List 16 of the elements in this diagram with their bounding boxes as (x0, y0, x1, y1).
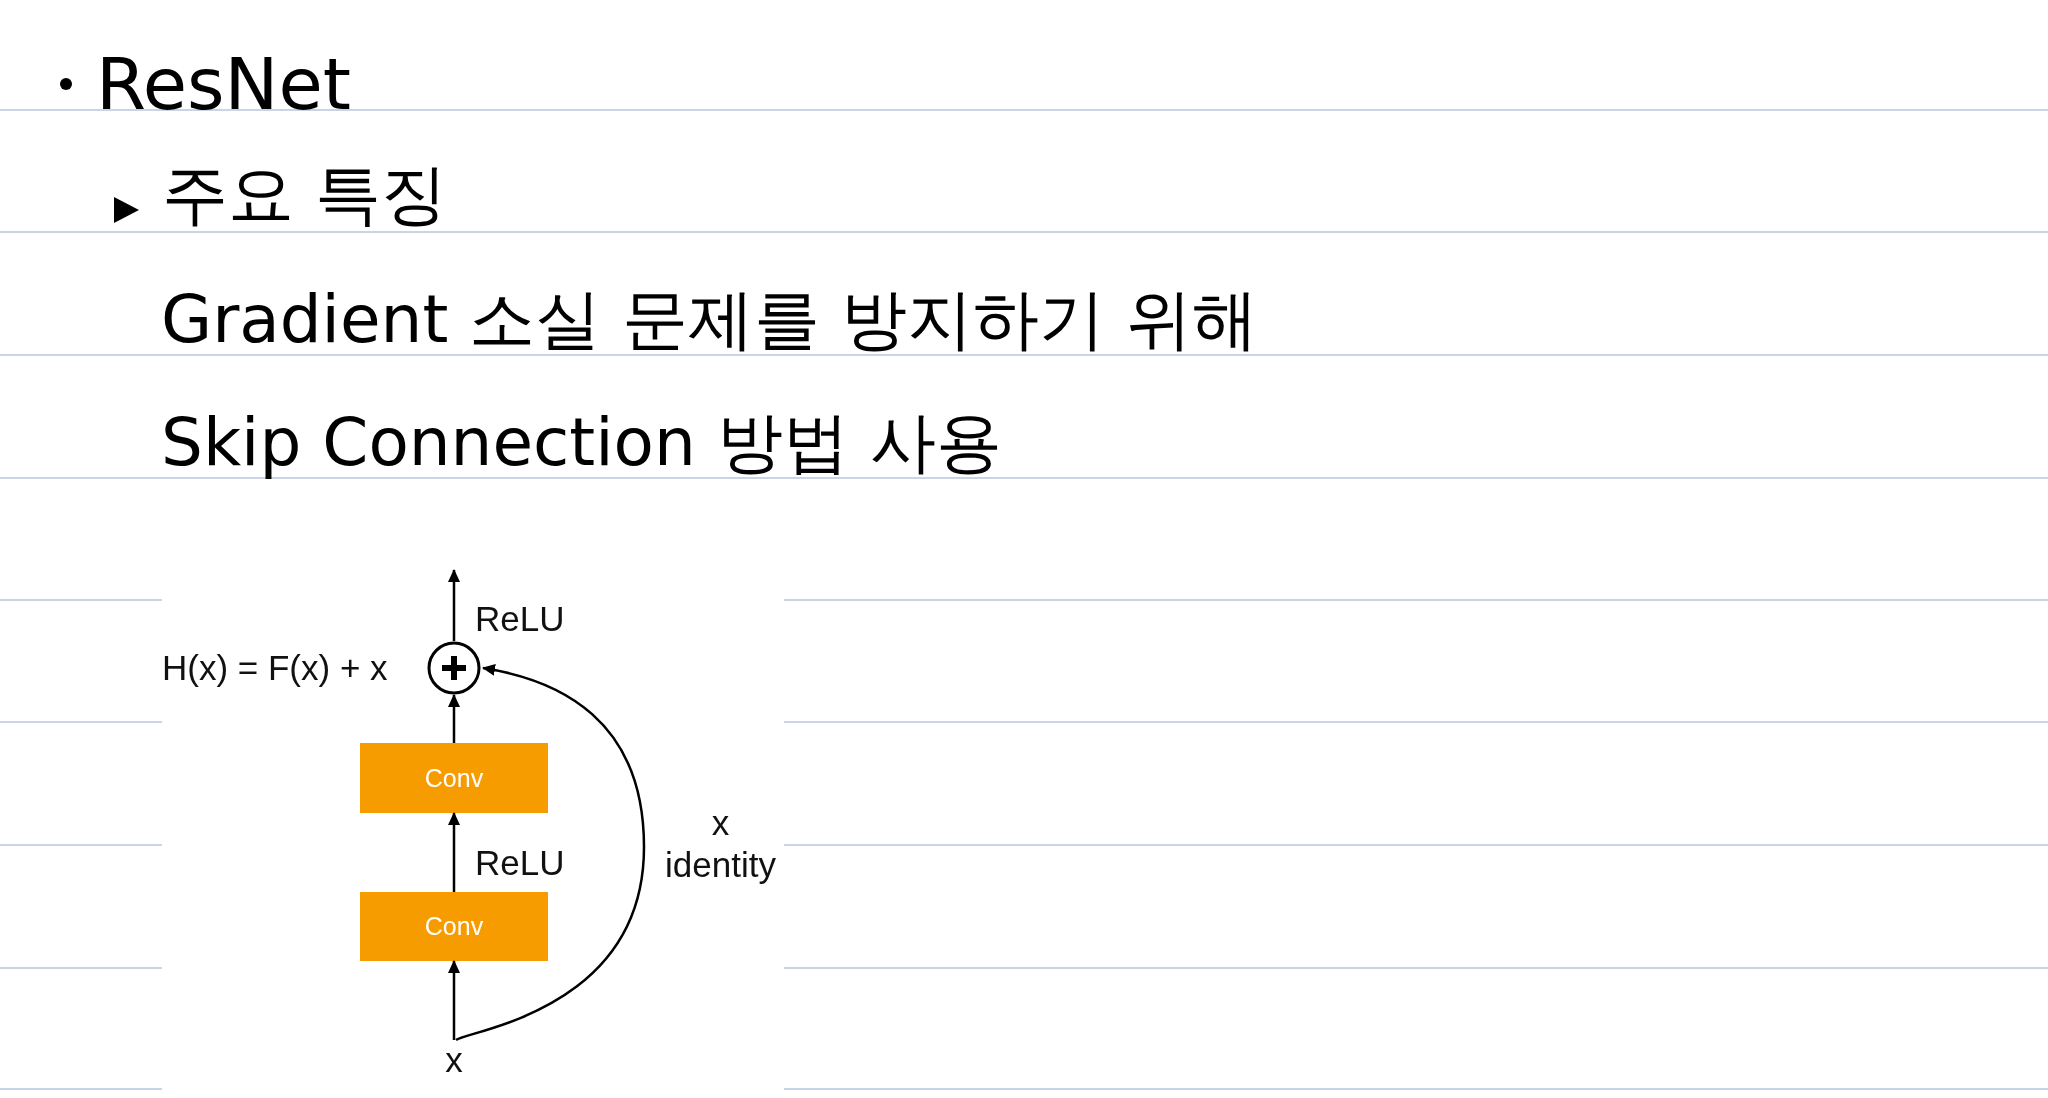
arrow (448, 960, 460, 1040)
edge-label: ReLU (475, 601, 565, 636)
edge-label: ReLU (475, 845, 565, 880)
arrow (448, 694, 460, 743)
conv-box: Conv (360, 743, 548, 813)
input-label: x (440, 1040, 468, 1080)
body-text: Gradient 소실 문제를 방지하기 위해 (161, 287, 1259, 353)
conv-box: Conv (360, 892, 548, 961)
subheading: 주요 특징 (162, 162, 447, 228)
arrow (448, 569, 460, 641)
plus-circle (427, 641, 481, 695)
arrow (448, 812, 460, 892)
edge-label: x identity (665, 802, 776, 886)
title: ResNet (96, 48, 351, 120)
skip-connection-arrow (455, 664, 646, 1042)
formula-label: H(x) = F(x) + x (162, 650, 388, 685)
